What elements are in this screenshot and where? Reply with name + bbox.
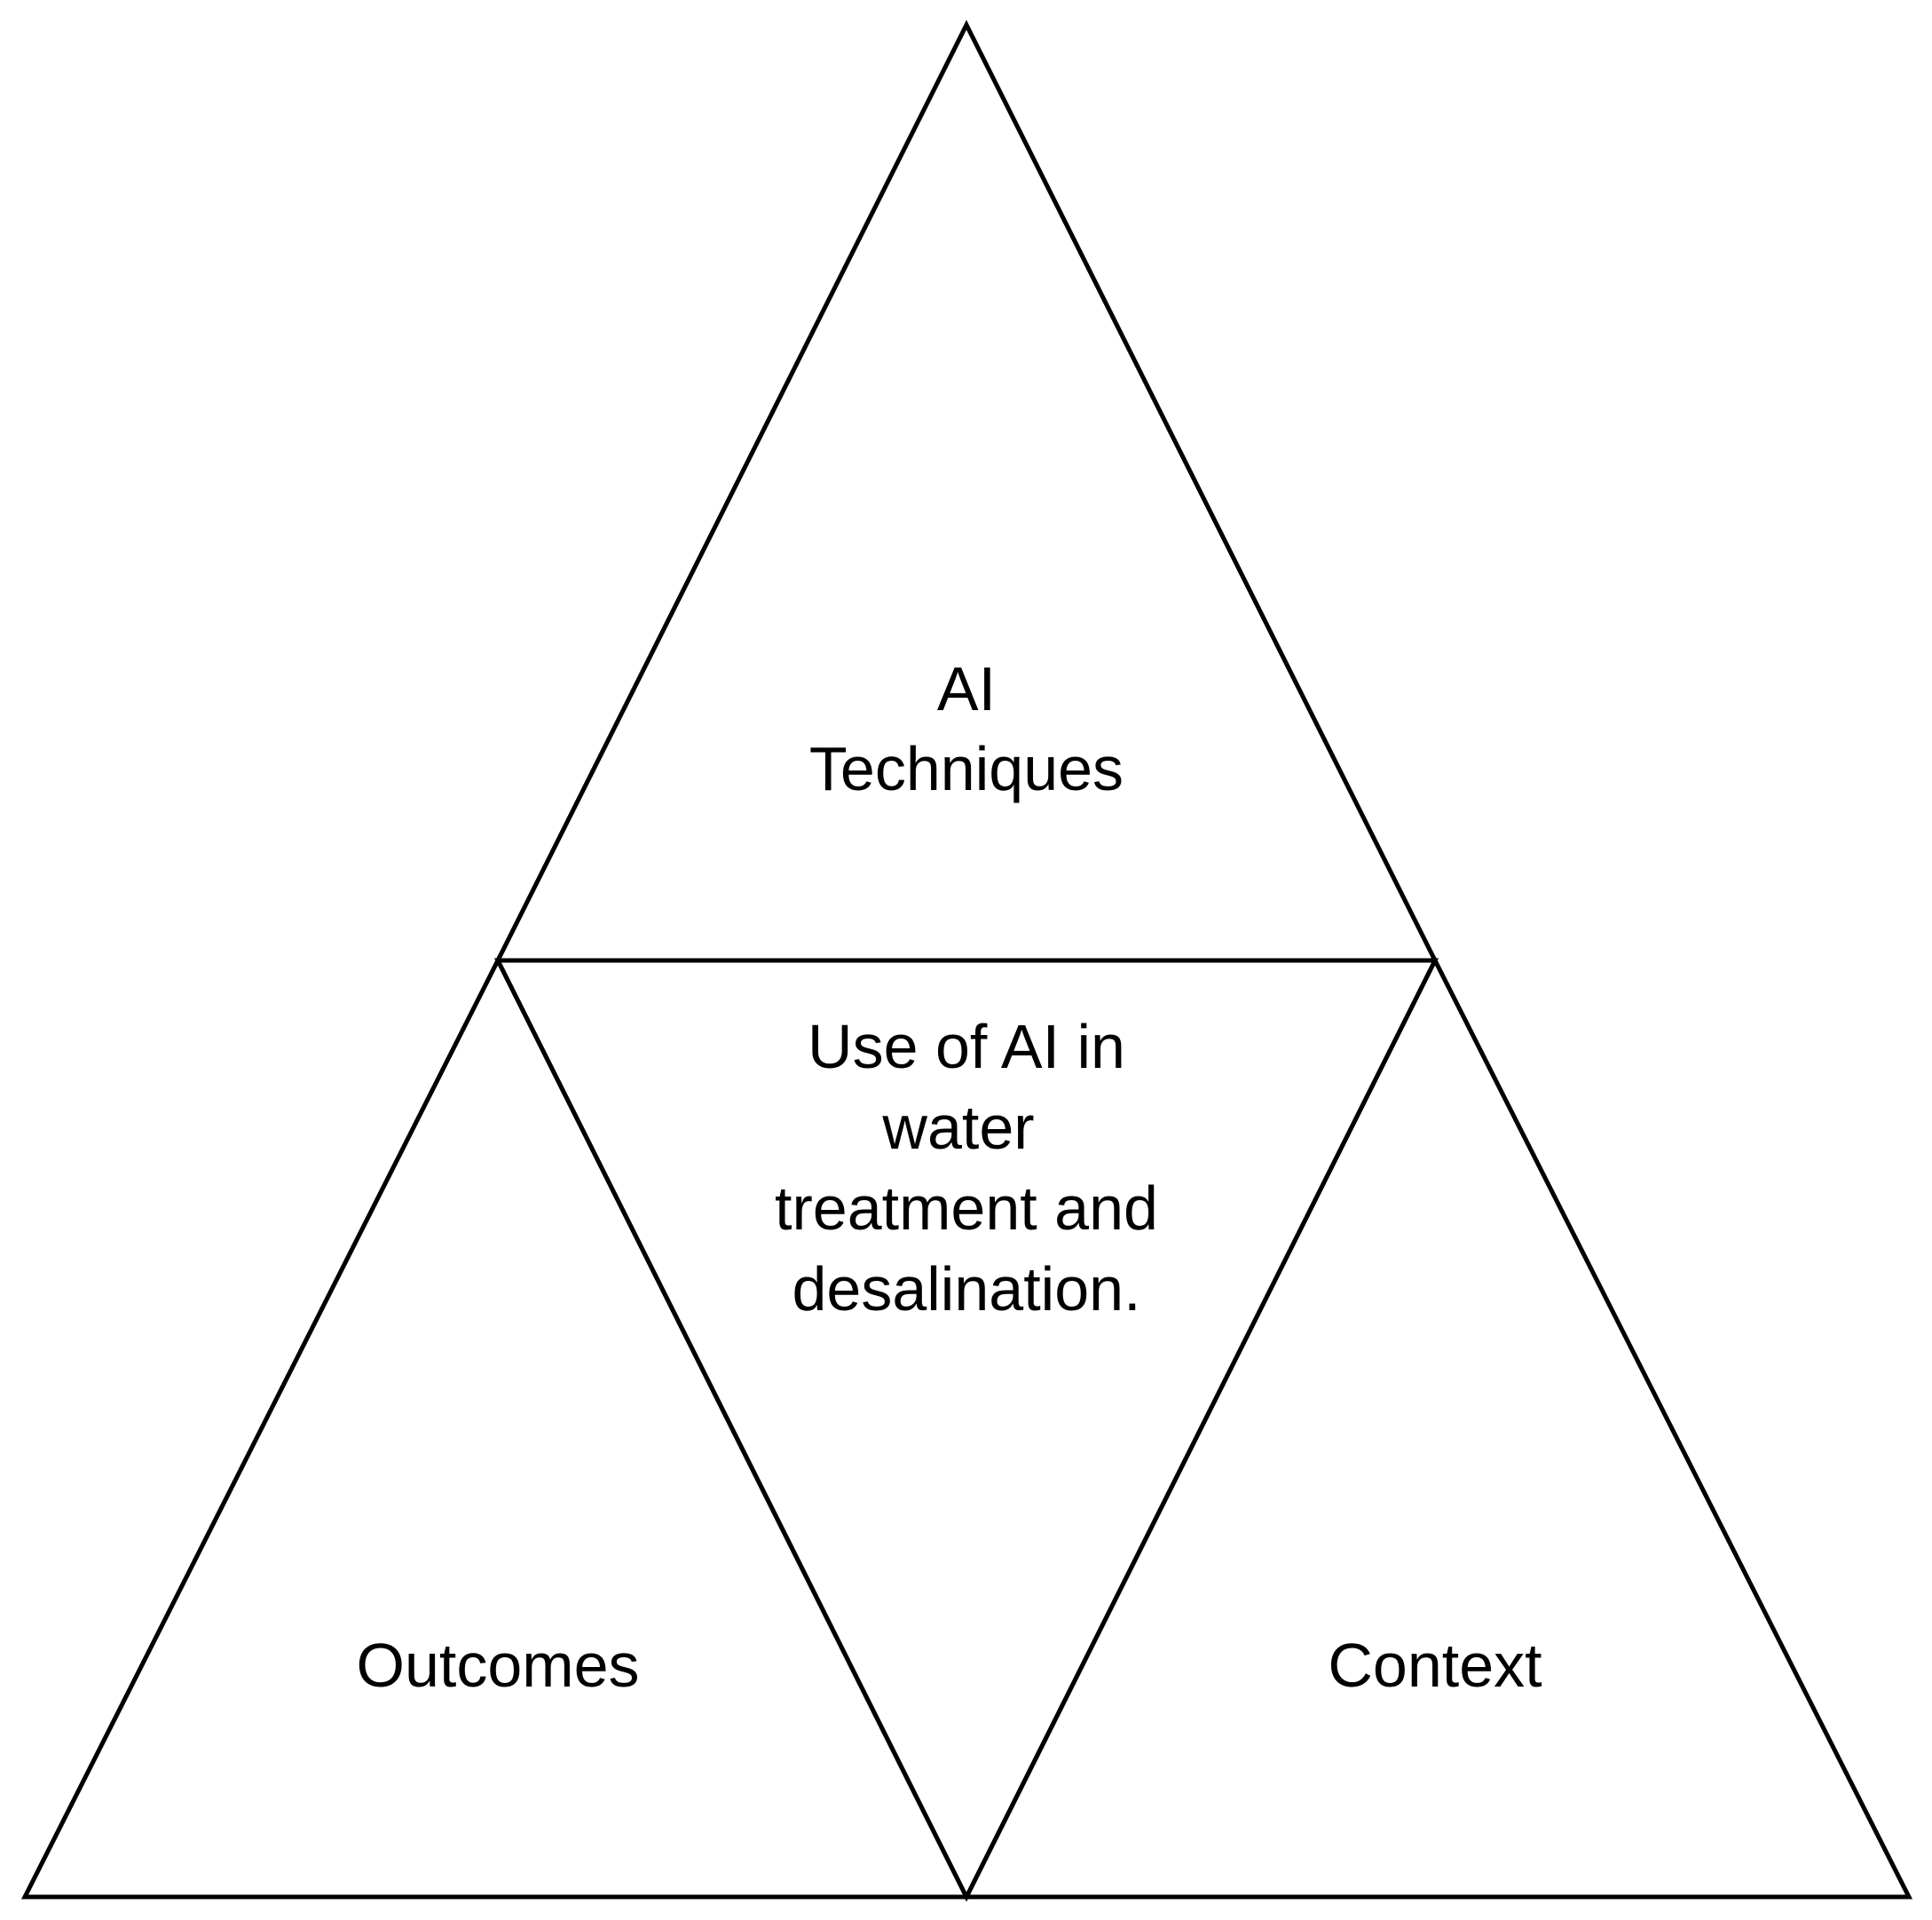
top-triangle-shape — [493, 20, 1439, 963]
bottom-right-label: Context — [1328, 1631, 1542, 1700]
center-label-line-2: water — [881, 1093, 1034, 1162]
center-label-line-3: treatment and — [775, 1173, 1158, 1243]
top-label-line-1: AI — [937, 654, 996, 723]
top-triangle-segment: AI Techniques — [493, 20, 1439, 963]
bottom-left-label: Outcomes — [357, 1631, 640, 1700]
center-label-line-4: desalination. — [792, 1254, 1140, 1323]
center-label-line-1: Use of AI in — [808, 1012, 1125, 1081]
center-triangle-shape — [493, 958, 1439, 1902]
center-triangle-segment: Use of AI in water treatment and desalin… — [493, 958, 1439, 1902]
top-label-line-2: Techniques — [809, 734, 1124, 803]
